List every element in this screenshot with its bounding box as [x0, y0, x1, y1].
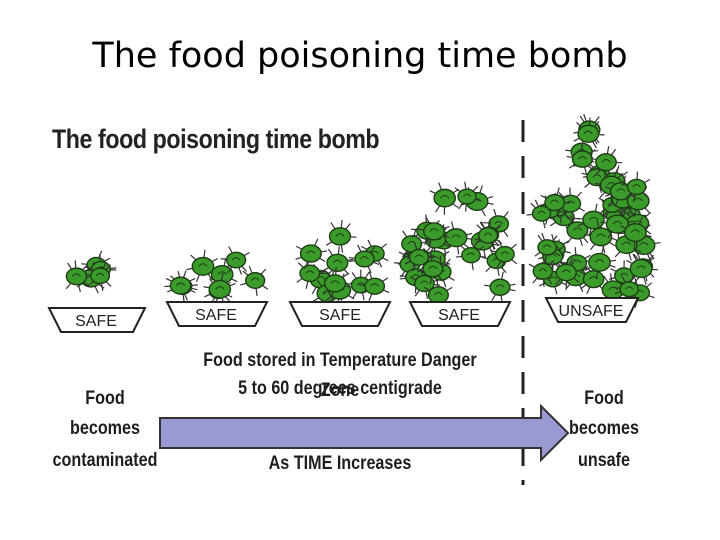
end-label-3: unsafe — [577, 450, 631, 471]
microbe-colonies — [65, 114, 661, 311]
food-tray — [165, 301, 269, 327]
stage-2-label: SAFE — [195, 307, 237, 324]
microbe-icon — [553, 257, 580, 289]
food-tray — [288, 301, 392, 327]
stage-5-label: UNSAFE — [558, 303, 624, 320]
danger-zone-label: Food stored in Temperature Danger Zone — [203, 350, 477, 401]
diagram-title: The food poisoning time bomb — [52, 124, 380, 154]
microbe-icon — [489, 239, 518, 270]
microbe-icon — [573, 117, 605, 149]
microbe-icon — [455, 240, 487, 271]
microbe-icon — [295, 238, 328, 269]
food-tray — [544, 297, 640, 323]
microbe-icon — [322, 246, 354, 279]
time-arrow — [159, 403, 570, 463]
microbe-icon — [240, 265, 269, 296]
start-label-1: Food — [85, 388, 125, 409]
microbe-icon — [417, 253, 449, 285]
food-tray — [47, 307, 147, 333]
microbe-icon — [579, 262, 605, 295]
microbe-icon — [626, 253, 658, 285]
microbe-icon — [322, 267, 352, 300]
end-label-1: Food — [584, 388, 624, 409]
microbe-icon — [590, 146, 623, 179]
start-label-3: contaminated — [52, 450, 158, 471]
microbe-icon — [203, 272, 236, 306]
microbe-icon — [454, 181, 482, 212]
microbe-icon — [403, 242, 435, 272]
microbe-icon — [600, 208, 635, 241]
microbe-icon — [604, 175, 637, 207]
stage-4-label: SAFE — [438, 307, 480, 324]
microbe-icon — [566, 215, 594, 247]
microbe-icon — [474, 221, 501, 250]
microbe-icon — [429, 182, 460, 215]
microbe-icon — [484, 271, 516, 304]
end-label-2: becomes — [568, 418, 640, 439]
microbe-icon — [528, 255, 555, 287]
microbe-icon — [594, 169, 628, 203]
microbe-icon — [576, 203, 606, 237]
microbe-icon — [539, 187, 571, 218]
microbe-icon — [359, 271, 390, 302]
microbe-icon — [417, 216, 450, 248]
microbe-icon — [526, 199, 556, 229]
time-arrow-label: As TIME Increases — [268, 453, 412, 474]
stage-3-label: SAFE — [319, 307, 361, 324]
slide-title: The food poisoning time bomb — [92, 36, 628, 76]
microbe-icon — [618, 217, 652, 250]
microbe-icon — [439, 221, 473, 255]
start-label-2: becomes — [69, 418, 141, 439]
microbe-icon — [220, 246, 250, 275]
microbe-icon — [84, 261, 112, 291]
microbe-icon — [582, 246, 617, 279]
microbe-icon — [348, 244, 380, 274]
microbe-icon — [65, 260, 90, 293]
stage-1-label: SAFE — [75, 313, 117, 330]
food-tray — [408, 301, 512, 327]
food-trays — [47, 297, 640, 333]
microbe-icon — [186, 249, 218, 283]
microbe-icon — [621, 171, 651, 202]
danger-zone-range: 5 to 60 degrees centigrade — [238, 378, 442, 399]
microbe-icon — [325, 219, 357, 253]
microbe-icon — [164, 270, 196, 301]
microbe-icon — [534, 232, 561, 263]
